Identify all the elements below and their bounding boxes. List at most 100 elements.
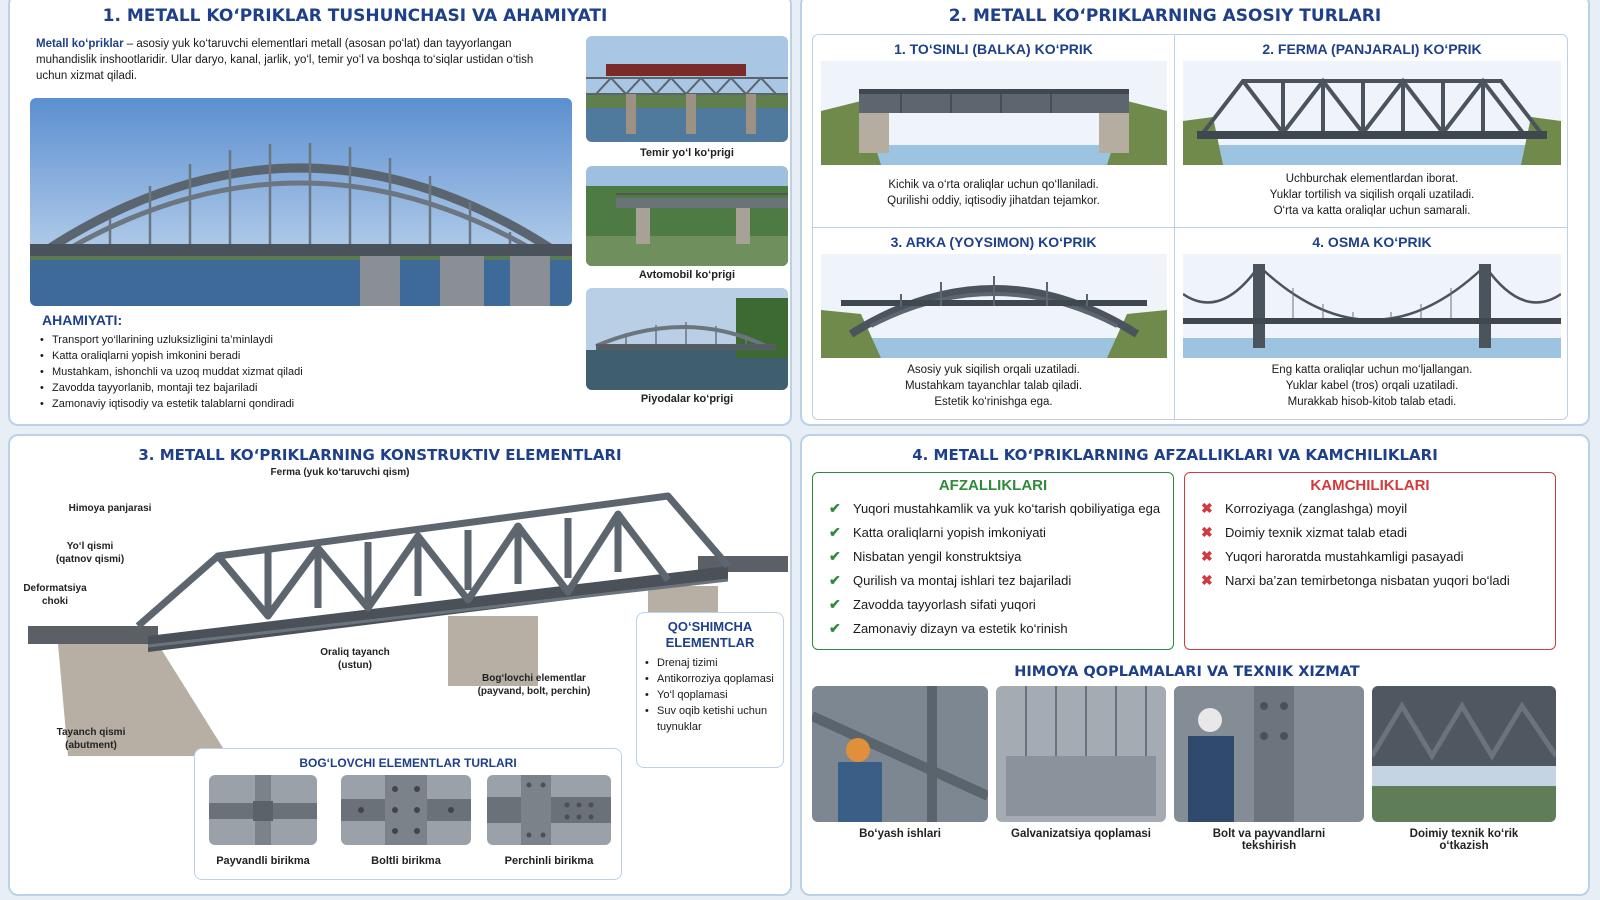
suspension-bridge-illustration: [1183, 254, 1561, 358]
list-item: Antikorroziya qoplamasi: [645, 671, 775, 687]
joints-box: BOG‘LOVCHI ELEMENTLAR TURLARI Payvandli …: [194, 748, 622, 880]
bolted-joint-caption: Boltli birikma: [371, 855, 441, 867]
section-types: 2. METALL KO‘PRIKLARNING ASOSIY TURLARI …: [800, 0, 1590, 426]
label-tayanch: Tayanch qismi (abutment): [36, 726, 146, 752]
cons-item: ✖ Korroziyaga (zanglashga) moyil: [1185, 500, 1555, 517]
label-line: (qatnov qismi): [55, 554, 125, 565]
truss-bridge-diagram: [28, 492, 788, 756]
cross-icon: ✖: [1201, 500, 1213, 516]
pros-item: ✔Nisbatan yengil konstruktsiya: [813, 548, 1173, 565]
pros-item: ✔ Zamonaviy dizayn va estetik ko‘rinish: [813, 620, 1173, 637]
section-1-title: 1. METALL KO‘PRIKLAR TUSHUNCHASI VA AHAM…: [102, 6, 608, 26]
technical-inspection-caption: Doimiy texnik ko‘rik o‘tkazish: [1372, 828, 1556, 852]
cons-text: Doimiy texnik xizmat talab etadi: [1225, 525, 1408, 540]
pros-text: Nisbatan yengil konstruktsiya: [853, 549, 1022, 564]
pros-item: ✔Yuqori mustahkamlik va yuk ko‘tarish qo…: [813, 500, 1173, 517]
type-arch-desc: Asosiy yuk siqilish orqali uzatiladi. Mu…: [823, 362, 1164, 410]
type-suspension-bridge: 4. OSMA KO‘PRIK Eng katta oraliqlar uchu…: [1175, 228, 1567, 419]
check-icon: ✔: [829, 524, 841, 540]
type-truss-desc: Uchburchak elementlardan iborat. Yuklar …: [1185, 171, 1559, 219]
pedestrian-bridge-caption: Piyodalar ko‘prigi: [640, 393, 734, 405]
extra-list: Drenaj tizimi Antikorroziya qoplamasi Yo…: [645, 655, 775, 735]
check-icon: ✔: [829, 596, 841, 612]
pros-title: AFZALLIKLARI: [938, 477, 1048, 494]
type-truss-title: 2. FERMA (PANJARALI) KO‘PRIK: [1262, 41, 1482, 57]
main-arch-bridge-photo: [30, 98, 572, 306]
type-arch-title: 3. ARKA (YOYSIMON) KO‘PRIK: [890, 234, 1097, 250]
cons-text: Korroziyaga (zanglashga) moyil: [1225, 501, 1408, 516]
extra-elements-box: QO‘SHIMCHA ELEMENTLAR Drenaj tizimi Anti…: [636, 612, 784, 768]
desc-line: Qurilishi oddiy, iqtisodiy jihatdan teja…: [887, 195, 1100, 207]
riveted-joint-photo: [487, 775, 611, 845]
section-concept: 1. METALL KO‘PRIKLAR TUSHUNCHASI VA AHAM…: [8, 0, 792, 426]
railway-bridge-photo: [586, 36, 788, 142]
pedestrian-bridge-photo: [586, 288, 788, 390]
road-bridge-photo: [586, 166, 788, 266]
label-ferma: Ferma (yuk ko‘taruvchi qism): [270, 467, 410, 478]
label-line: Oraliq tayanch: [320, 647, 390, 658]
pros-item: ✔ Qurilish va montaj ishlari tez bajarila…: [813, 572, 1173, 589]
list-item: Katta oraliqlarni yopish imkonini beradi: [40, 348, 570, 364]
list-item: Transport yo‘llarining uzluksizligini ta…: [40, 332, 570, 348]
painting-photo: [812, 686, 988, 822]
truss-bridge-illustration: [1183, 61, 1561, 165]
label-line: Bog‘lovchi elementlar: [482, 673, 586, 684]
list-item: Suv oqib ketishi uchun tuynuklar: [645, 703, 775, 735]
riveted-joint-caption: Perchinli birikma: [504, 855, 594, 867]
type-suspension-title: 4. OSMA KO‘PRIK: [1312, 234, 1432, 250]
caption-line: o‘tkazish: [1439, 840, 1489, 852]
check-icon: ✔: [829, 572, 841, 588]
label-line: Yo‘l qismi: [66, 541, 114, 552]
intro-text: – asosiy yuk ko‘taruvchi elementlari met…: [36, 38, 534, 82]
label-himoya: Himoya panjarasi: [68, 503, 152, 514]
galvanizing-caption: Galvanizatsiya qoplamasi: [996, 828, 1166, 840]
cons-item: ✖Narxi ba’zan temirbetonga nisbatan yuqo…: [1185, 572, 1555, 589]
cons-title: KAMCHILIKLARI: [1310, 477, 1430, 494]
types-grid: 1. TO‘SINLI (BALKA) KO‘PRIK Kichik va o‘…: [812, 34, 1568, 420]
pros-box: AFZALLIKLARI ✔Yuqori mustahkamlik va yuk…: [812, 472, 1174, 650]
desc-line: O‘rta va katta oraliqlar uchun samarali.: [1273, 205, 1471, 217]
importance-list: Transport yo‘llarining uzluksizligini ta…: [40, 332, 570, 412]
type-arch-bridge: 3. ARKA (YOYSIMON) KO‘PRIK Asosiy yuk si…: [813, 228, 1175, 419]
intro-paragraph: Metall ko‘priklar – asosiy yuk ko‘taruvc…: [36, 36, 566, 84]
extra-title: QO‘SHIMCHA ELEMENTLAR: [645, 619, 775, 651]
arch-bridge-illustration: [821, 254, 1167, 358]
beam-bridge-illustration: [821, 61, 1167, 165]
cons-item: ✖ Doimiy texnik xizmat talab etadi: [1185, 524, 1555, 541]
list-item: Yo‘l qoplamasi: [645, 687, 775, 703]
label-line: (ustun): [338, 660, 372, 671]
type-beam-desc: Kichik va o‘rta oraliqlar uchun qo‘llani…: [823, 177, 1164, 209]
pros-text: Katta oraliqlarni yopish imkoniyati: [853, 525, 1046, 540]
list-item: Zamonaviy iqtisodiy va estetik talablarn…: [40, 396, 570, 412]
label-line: (payvand, bolt, perchin): [477, 686, 591, 697]
bolt-inspection-photo: [1174, 686, 1364, 822]
extra-title-line: QO‘SHIMCHA: [667, 619, 753, 634]
section-3-title: 3. METALL KO‘PRIKLARNING KONSTRUKTIV ELE…: [138, 446, 622, 464]
pros-text: Qurilish va montaj ishlari tez bajarilad…: [853, 573, 1072, 588]
desc-line: Murakkab hisob-kitob talab etadi.: [1287, 396, 1457, 408]
label-line: choki: [41, 596, 69, 607]
cross-icon: ✖: [1201, 524, 1213, 540]
pros-text: Zamonaviy dizayn va estetik ko‘rinish: [853, 621, 1068, 636]
check-icon: ✔: [829, 620, 841, 636]
desc-line: Asosiy yuk siqilish orqali uzatiladi.: [907, 364, 1080, 376]
type-beam-bridge: 1. TO‘SINLI (BALKA) KO‘PRIK Kichik va o‘…: [813, 35, 1175, 228]
label-boglovchi: Bog‘lovchi elementlar (payvand, bolt, pe…: [454, 672, 614, 698]
extra-title-line: ELEMENTLAR: [665, 635, 755, 650]
desc-line: Yuklar kabel (tros) orqali uzatiladi.: [1285, 380, 1459, 392]
list-item: Mustahkam, ishonchli va uzoq muddat xizm…: [40, 364, 570, 380]
section-4-title: 4. METALL KO‘PRIKLARNING AFZALLIKLARI VA…: [912, 446, 1438, 464]
desc-line: Eng katta oraliqlar uchun mo‘ljallangan.: [1271, 364, 1473, 376]
label-line: Deformatsiya: [23, 583, 87, 594]
type-suspension-desc: Eng katta oraliqlar uchun mo‘ljallangan.…: [1185, 362, 1559, 410]
type-truss-bridge: 2. FERMA (PANJARALI) KO‘PRIK Uchburchak …: [1175, 35, 1567, 228]
railway-bridge-caption: Temir yo‘l ko‘prigi: [640, 147, 734, 159]
desc-line: Uchburchak elementlardan iborat.: [1285, 173, 1459, 185]
desc-line: Mustahkam tayanchlar talab qiladi.: [904, 380, 1083, 392]
cross-icon: ✖: [1201, 548, 1213, 564]
joints-title: BOG‘LOVCHI ELEMENTLAR TURLARI: [299, 756, 517, 770]
pros-item: ✔Zavodda tayyorlash sifati yuqori: [813, 596, 1173, 613]
section-pros-cons: 4. METALL KO‘PRIKLARNING AFZALLIKLARI VA…: [800, 434, 1590, 896]
painting-caption: Bo‘yash ishlari: [812, 828, 988, 840]
cross-icon: ✖: [1201, 572, 1213, 588]
